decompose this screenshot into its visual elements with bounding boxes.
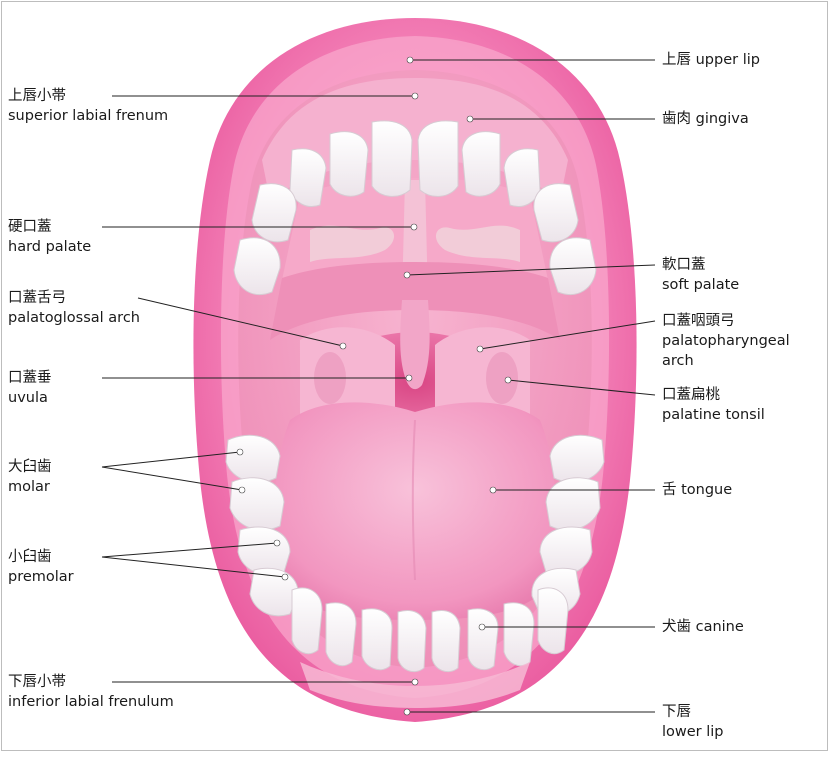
label-soft-palate: 軟口蓋 soft palate <box>662 255 739 295</box>
lower-lip-jp: 下唇 <box>662 702 724 722</box>
canine-jp: 犬歯 <box>662 619 691 635</box>
soft-palate-en: soft palate <box>662 275 739 295</box>
palatoglossal-arch-en: palatoglossal arch <box>8 308 140 328</box>
label-palatoglossal-arch: 口蓋舌弓 palatoglossal arch <box>8 288 140 328</box>
label-upper-lip: 上唇 upper lip <box>662 50 760 70</box>
gingiva-text: 歯肉 gingiva <box>662 109 749 129</box>
gingiva-jp: 歯肉 <box>662 111 691 127</box>
uvula-jp: 口蓋垂 <box>8 368 52 388</box>
uvula-en: uvula <box>8 388 52 408</box>
soft-palate-jp: 軟口蓋 <box>662 255 739 275</box>
tongue-jp: 舌 <box>662 482 677 498</box>
palatine-tonsil-right <box>486 352 518 404</box>
palatopharyngeal-arch-en-2: arch <box>662 351 790 371</box>
label-superior-labial-frenum: 上唇小帯 superior labial frenum <box>8 86 168 126</box>
upper-lip-text: 上唇 upper lip <box>662 50 760 70</box>
label-inferior-labial-frenulum: 下唇小帯 inferior labial frenulum <box>8 672 174 712</box>
superior-labial-frenum-jp: 上唇小帯 <box>8 86 168 106</box>
palatine-tonsil-jp: 口蓋扁桃 <box>662 385 765 405</box>
upper-lip-jp: 上唇 <box>662 52 691 68</box>
inferior-labial-frenulum-jp: 下唇小帯 <box>8 672 174 692</box>
molar-jp: 大臼歯 <box>8 457 52 477</box>
palatoglossal-arch-jp: 口蓋舌弓 <box>8 288 140 308</box>
label-hard-palate: 硬口蓋 hard palate <box>8 217 91 257</box>
hard-palate-jp: 硬口蓋 <box>8 217 91 237</box>
canine-en: canine <box>696 619 744 635</box>
label-gingiva: 歯肉 gingiva <box>662 109 749 129</box>
inferior-labial-frenulum-en: inferior labial frenulum <box>8 692 174 712</box>
gingiva-en: gingiva <box>696 111 749 127</box>
canine-text: 犬歯 canine <box>662 617 744 637</box>
molar-en: molar <box>8 477 52 497</box>
hard-palate-en: hard palate <box>8 237 91 257</box>
premolar-en: premolar <box>8 567 74 587</box>
label-premolar: 小臼歯 premolar <box>8 547 74 587</box>
label-canine: 犬歯 canine <box>662 617 744 637</box>
premolar-jp: 小臼歯 <box>8 547 74 567</box>
label-lower-lip: 下唇 lower lip <box>662 702 724 742</box>
tongue-text: 舌 tongue <box>662 480 732 500</box>
palatine-tonsil-en: palatine tonsil <box>662 405 765 425</box>
lower-lip-en: lower lip <box>662 722 724 742</box>
upper-lip-en: upper lip <box>696 52 760 68</box>
label-tongue: 舌 tongue <box>662 480 732 500</box>
label-palatopharyngeal-arch: 口蓋咽頭弓 palatopharyngeal arch <box>662 311 790 371</box>
label-palatine-tonsil: 口蓋扁桃 palatine tonsil <box>662 385 765 425</box>
superior-labial-frenum-en: superior labial frenum <box>8 106 168 126</box>
label-molar: 大臼歯 molar <box>8 457 52 497</box>
label-uvula: 口蓋垂 uvula <box>8 368 52 408</box>
tongue-en: tongue <box>681 482 732 498</box>
palatopharyngeal-arch-jp: 口蓋咽頭弓 <box>662 311 790 331</box>
palatopharyngeal-arch-en-1: palatopharyngeal <box>662 331 790 351</box>
